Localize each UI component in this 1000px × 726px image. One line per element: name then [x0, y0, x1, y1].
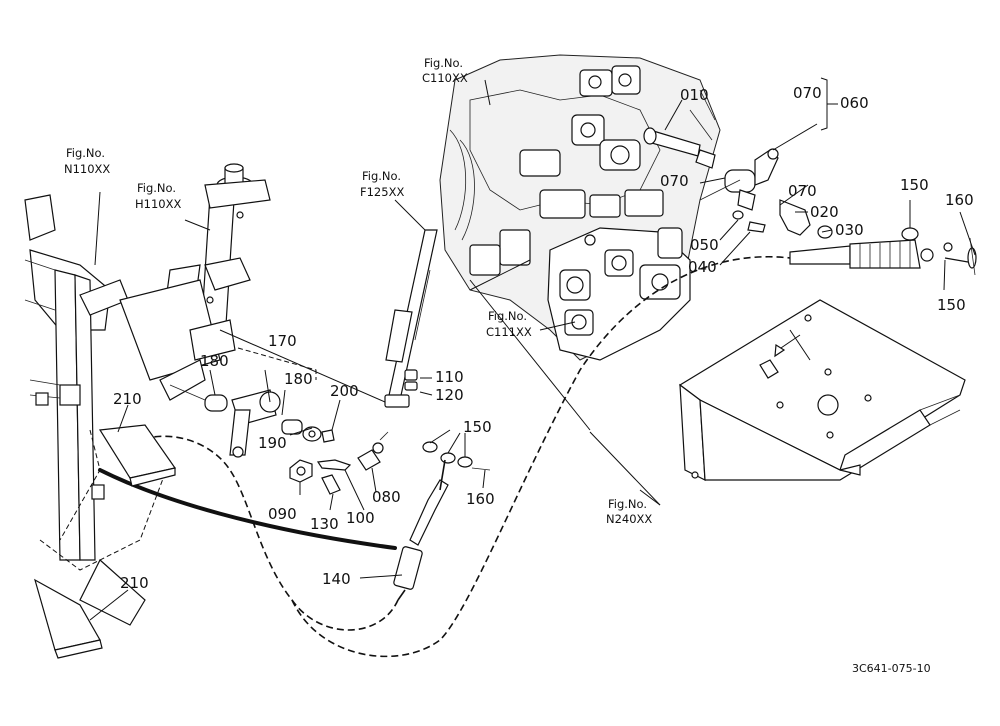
fig-ref-c110-line1: Fig.No. — [424, 56, 463, 70]
fig-ref-n110-line2: N110XX — [64, 162, 110, 176]
upper-linkage — [643, 127, 953, 252]
bracket-plate — [678, 299, 966, 482]
pedal-shaft-assembly — [119, 163, 271, 401]
transmission-housing — [439, 54, 721, 361]
part-label-080: 080 — [372, 488, 401, 506]
part-label-050: 050 — [690, 236, 719, 254]
part-label-150-right: 150 — [937, 296, 966, 314]
fig-ref-n240-line1: Fig.No. — [608, 497, 647, 511]
part-label-130: 130 — [310, 515, 339, 533]
throttle-cable — [39, 237, 977, 658]
part-label-150-top: 150 — [900, 176, 929, 194]
part-label-180-right: 180 — [284, 370, 313, 388]
part-label-140: 140 — [322, 570, 351, 588]
part-label-060: 060 — [840, 94, 869, 112]
part-label-200: 200 — [330, 382, 359, 400]
part-label-100: 100 — [346, 509, 375, 527]
part-label-030: 030 — [835, 221, 864, 239]
fig-ref-f125-line1: Fig.No. — [362, 169, 401, 183]
part-label-160-top: 160 — [945, 191, 974, 209]
part-label-190: 190 — [258, 434, 287, 452]
fig-ref-c111-line2: C111XX — [486, 325, 532, 339]
part-label-180-left: 180 — [200, 352, 229, 370]
part-label-070-top: 070 — [793, 84, 822, 102]
left-frame — [24, 194, 146, 626]
fig-ref-h110-line2: H110XX — [135, 197, 181, 211]
part-label-170: 170 — [268, 332, 297, 350]
part-label-090: 090 — [268, 505, 297, 523]
control-rod — [384, 229, 438, 408]
part-label-070-right: 070 — [788, 182, 817, 200]
fig-ref-h110-line1: Fig.No. — [137, 181, 176, 195]
part-numbers: 010 070 060 070 070 150 160 020 030 050 … — [113, 84, 974, 675]
part-label-210-top: 210 — [113, 390, 142, 408]
fig-ref-n240-line2: N240XX — [606, 512, 652, 526]
part-label-150-mid: 150 — [463, 418, 492, 436]
part-label-210-bottom: 210 — [120, 574, 149, 592]
fig-ref-c110-line2: C110XX — [422, 71, 468, 85]
part-label-040: 040 — [688, 258, 717, 276]
part-label-120: 120 — [435, 386, 464, 404]
leader-lines — [89, 77, 976, 621]
fig-ref-c111-line1: Fig.No. — [488, 309, 527, 323]
lever-assembly — [169, 369, 491, 495]
part-label-110: 110 — [435, 368, 464, 386]
part-label-020: 020 — [810, 203, 839, 221]
fig-ref-f125-line2: F125XX — [360, 185, 404, 199]
fig-ref-n110-line1: Fig.No. — [66, 146, 105, 160]
part-label-160-mid: 160 — [466, 490, 495, 508]
pedals — [34, 424, 177, 659]
part-label-070-mid: 070 — [660, 172, 689, 190]
figure-references: Fig.No. C110XX Fig.No. N110XX Fig.No. H1… — [64, 56, 652, 526]
drawing-code: 3C641-075-10 — [852, 662, 931, 675]
part-label-010: 010 — [680, 86, 709, 104]
